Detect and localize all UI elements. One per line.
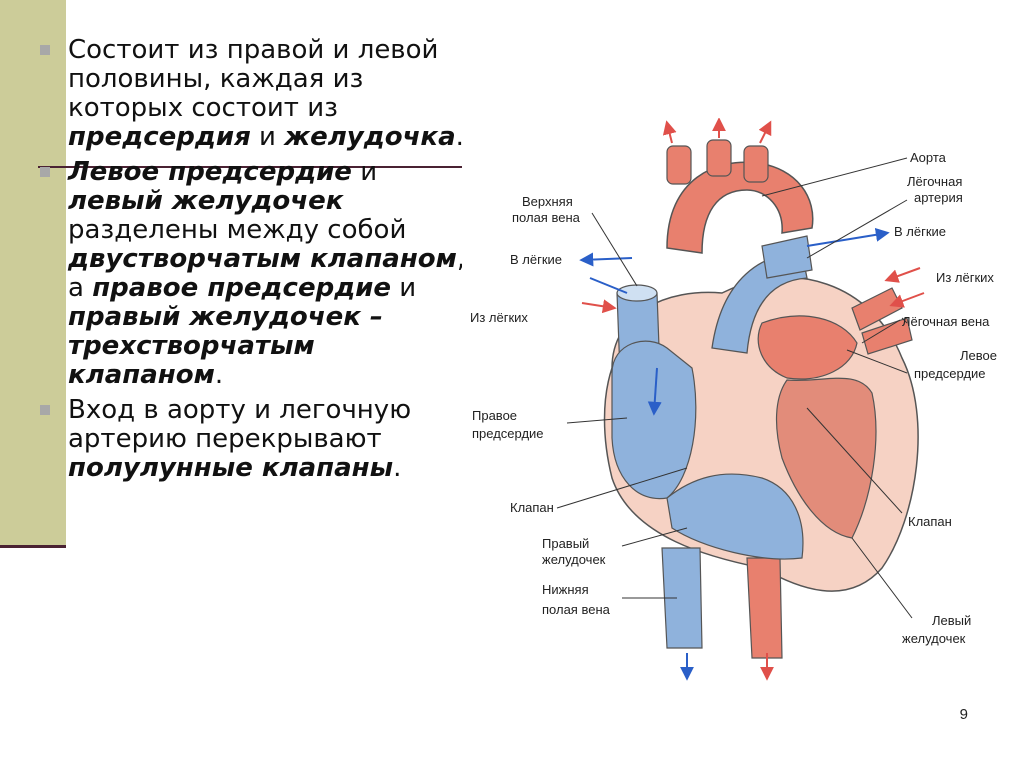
bullet-item: Левое предсердие и левый желудочек разде… [36,158,466,390]
label-pulmonary-vein: Лёгочная вена [902,314,990,329]
bullet-marker [40,405,50,415]
bullet-list: Состоит из правой и левой половины, кажд… [36,36,466,483]
bullet-text: Состоит из правой и левой половины, кажд… [68,35,464,152]
label-from-lungs-right: Из лёгких [936,270,994,285]
label-pulmonary-artery-1: Лёгочная [907,174,962,189]
label-right-ventricle-1: Правый [542,536,589,551]
inferior-vena-cava [661,547,703,649]
bullet-marker [40,167,50,177]
left-accent-bar [0,0,66,547]
leader-lines [556,157,913,619]
label-right-ventricle-2: желудочек [542,552,606,567]
label-right-atrium-2: предсердие [472,426,544,441]
aorta-branch-3 [743,145,769,183]
descending-aorta [746,557,783,659]
label-from-lungs-left: Из лёгких [470,310,528,325]
left-ventricle [775,377,877,539]
label-right-atrium-1: Правое [472,408,517,423]
label-ivc-2: полая вена [542,602,611,617]
bullet-item: Вход в аорту и легочную артерию перекрыв… [36,396,466,483]
right-ventricle [666,473,804,560]
label-left-ventricle-1: Левый [932,613,971,628]
label-svc-1: Верхняя [522,194,573,209]
label-pulmonary-artery-2: артерия [914,190,963,205]
label-to-lungs-left: В лёгкие [510,252,562,267]
bullet-text: Левое предсердие и левый желудочек разде… [68,157,466,390]
label-left-ventricle-2: желудочек [902,631,966,646]
label-valve-right: Клапан [908,514,952,529]
bullet-marker [40,45,50,55]
svc-opening [616,284,658,302]
label-valve-left: Клапан [510,500,554,515]
right-atrium [611,340,697,500]
aorta-branch-1 [666,145,692,185]
aorta-branch-2 [706,139,732,177]
pulmonary-vein-lower [861,317,913,355]
page-number: 9 [959,706,968,723]
bullet-item: Состоит из правой и левой половины, кажд… [36,36,466,152]
label-to-lungs-right: В лёгкие [894,224,946,239]
label-left-atrium-2: предсердие [914,366,986,381]
label-left-atrium-1: Левое [960,348,997,363]
left-atrium [757,315,858,380]
label-ivc-1: Нижняя [542,582,589,597]
heart-diagram: Аорта Лёгочная артерия Верхняя полая вен… [462,118,1022,688]
label-svc-2: полая вена [512,210,581,225]
label-aorta: Аорта [910,150,947,165]
divider-line-top [38,166,464,168]
pulmonary-artery-branch [761,235,813,279]
divider-line-bottom [0,545,66,548]
bullet-text: Вход в аорту и легочную артерию перекрыв… [68,395,412,483]
